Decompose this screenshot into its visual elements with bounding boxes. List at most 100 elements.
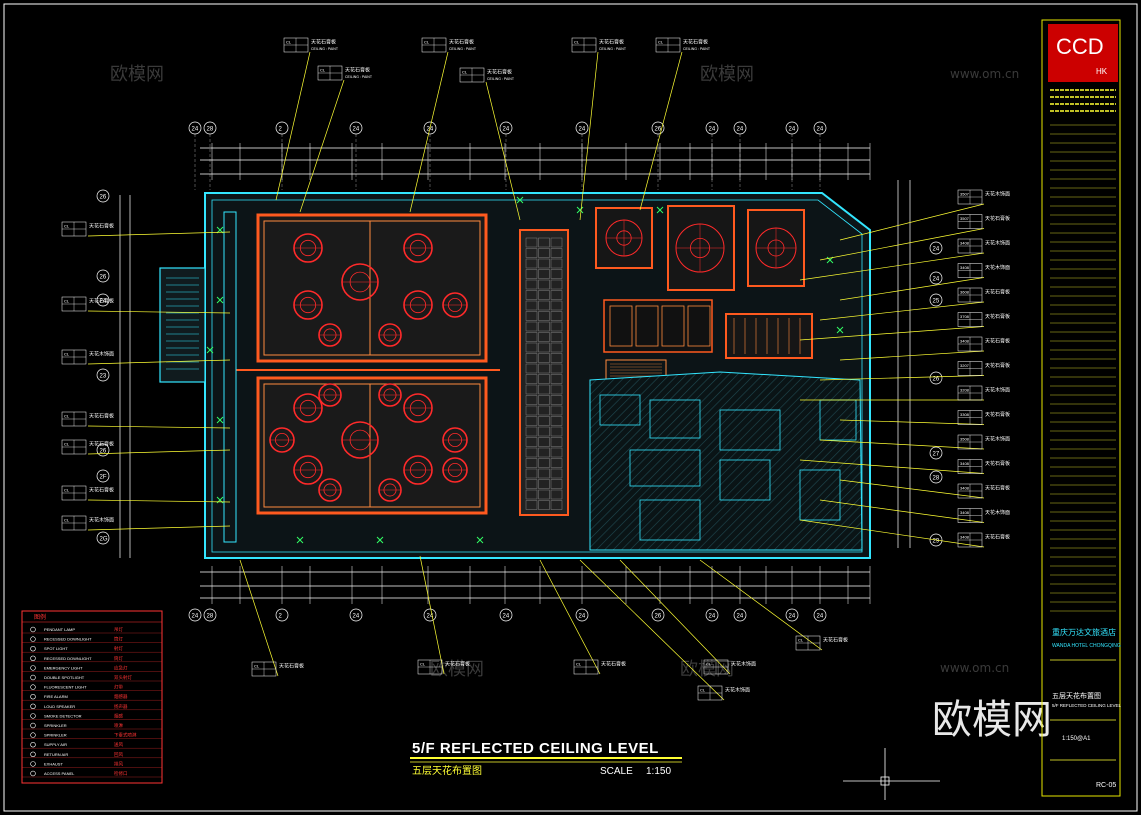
grid-bubble bbox=[96, 269, 110, 283]
grid-bubble bbox=[929, 271, 943, 285]
tag-note: CEILING : PAINT bbox=[487, 77, 515, 81]
ceiling-tile bbox=[525, 237, 538, 248]
sprinkler-mark bbox=[836, 326, 844, 334]
ceiling-tile bbox=[525, 342, 538, 353]
leader-line bbox=[799, 326, 985, 341]
tag-label: 天花石膏板 bbox=[599, 39, 624, 46]
legend-en: FLUORESCENT LIGHT bbox=[44, 685, 87, 690]
ceiling-tile bbox=[538, 468, 550, 479]
tag-label: 天花石膏板 bbox=[985, 338, 1010, 345]
legend-en: RECESSED DOWNLIGHT bbox=[44, 637, 92, 642]
ballroom-north bbox=[256, 213, 488, 363]
legend-cn: 送风 bbox=[114, 741, 123, 748]
tag-label: 天花石膏板 bbox=[985, 485, 1010, 492]
watermark-url: www.om.cn bbox=[940, 661, 1009, 675]
grid-bubble bbox=[929, 371, 943, 385]
grid-label: 26 bbox=[655, 127, 662, 133]
ceiling-tile bbox=[525, 279, 538, 290]
legend-en: FIRE ALARM bbox=[44, 694, 68, 699]
tag-code: 3308 bbox=[960, 412, 970, 417]
grid-label: 24 bbox=[427, 614, 434, 620]
leader-line bbox=[839, 479, 985, 499]
sheet-name-cn: 五层天花布置图 bbox=[1052, 691, 1101, 700]
ceiling-tile bbox=[550, 321, 563, 332]
leader-line bbox=[639, 51, 683, 211]
ballroom-south-cove bbox=[263, 383, 481, 508]
leader-line bbox=[87, 359, 231, 365]
ceiling-tile bbox=[550, 489, 563, 500]
tag-code: CL bbox=[462, 70, 468, 75]
ceiling-tile bbox=[538, 489, 550, 500]
tag-code: 3507 bbox=[960, 192, 970, 197]
grid-bubble bbox=[96, 368, 110, 382]
ceiling-tile bbox=[538, 342, 550, 353]
tag-label: 天花石膏板 bbox=[89, 223, 114, 230]
tag-code: CL bbox=[254, 664, 260, 669]
ballroom-north-cove bbox=[263, 220, 481, 356]
leader-line bbox=[419, 555, 445, 675]
grid-label: 24 bbox=[817, 614, 824, 620]
grid-label: 24 bbox=[579, 127, 586, 133]
grid-bubble bbox=[349, 608, 363, 622]
pre-function-corridor bbox=[519, 229, 569, 516]
tag-label: 天花木饰面 bbox=[985, 240, 1010, 247]
ceiling-tile bbox=[550, 500, 563, 510]
legend-cn: 回风 bbox=[114, 752, 123, 758]
boh-room bbox=[719, 409, 781, 451]
grid-label: 26 bbox=[100, 195, 107, 201]
ceiling-tile bbox=[525, 311, 538, 321]
tag-code: CL bbox=[706, 662, 712, 667]
leader-line bbox=[87, 525, 231, 531]
grid-label: 24 bbox=[737, 614, 744, 620]
grid-label: 2G bbox=[100, 537, 108, 543]
logo-sub: HK bbox=[1096, 67, 1108, 76]
sprinkler-mark bbox=[296, 536, 304, 544]
watermark-large: 欧模网 bbox=[932, 697, 1052, 743]
tag-label: 天花石膏板 bbox=[89, 441, 114, 448]
tag-code: 3408 bbox=[960, 510, 970, 515]
ceiling-tile bbox=[525, 500, 538, 510]
sprinkler-mark bbox=[216, 416, 224, 424]
grid-bubble bbox=[96, 469, 110, 483]
grid-label: 26 bbox=[933, 377, 940, 383]
tag-label: 天花木饰面 bbox=[985, 387, 1010, 394]
grid-bubble bbox=[929, 293, 943, 307]
ceiling-tile bbox=[525, 248, 538, 258]
tag-label: 天花石膏板 bbox=[89, 487, 114, 494]
leader-line bbox=[819, 301, 985, 321]
ceiling-tile bbox=[525, 269, 538, 279]
sprinkler-mark bbox=[516, 196, 524, 204]
ceiling-tile bbox=[538, 258, 550, 269]
watermark-text: 欧模网 bbox=[700, 64, 754, 85]
tag-code: 3408 bbox=[960, 339, 970, 344]
grid-label: 28 bbox=[207, 614, 214, 620]
watermark-url: www.om.cn bbox=[950, 67, 1019, 81]
leader-line bbox=[579, 559, 725, 701]
ceiling-tile bbox=[538, 332, 550, 342]
ceiling-tile bbox=[538, 269, 550, 279]
legend-symbol bbox=[30, 636, 36, 642]
drawing-title-block: 5/F REFLECTED CEILING LEVEL 五层天花布置图 SCAL… bbox=[410, 740, 682, 777]
grid-label: 24 bbox=[503, 614, 510, 620]
grid-bubble bbox=[575, 608, 589, 622]
leader-line bbox=[299, 79, 345, 213]
lift-car bbox=[687, 305, 711, 347]
leader-line bbox=[839, 419, 985, 425]
tag-code: 3207 bbox=[960, 363, 970, 368]
grid-label: 23 bbox=[100, 374, 107, 380]
legend-cn: 筒灯 bbox=[114, 655, 123, 662]
grid-label: 27 bbox=[933, 452, 940, 458]
grid-label: 24 bbox=[709, 614, 716, 620]
legend-symbol bbox=[30, 770, 36, 777]
leader-line bbox=[619, 559, 731, 675]
ceiling-tile bbox=[550, 237, 563, 248]
legend-cn: 应急灯 bbox=[114, 664, 128, 671]
leader-line bbox=[839, 277, 985, 301]
ceiling-tile bbox=[550, 437, 563, 447]
leader-line bbox=[239, 559, 279, 677]
ceiling-tile bbox=[538, 500, 550, 510]
legend-symbol bbox=[30, 665, 36, 671]
boh-room bbox=[629, 449, 701, 487]
ceiling-tile bbox=[525, 489, 538, 500]
logo-main: CCD bbox=[1056, 34, 1104, 59]
